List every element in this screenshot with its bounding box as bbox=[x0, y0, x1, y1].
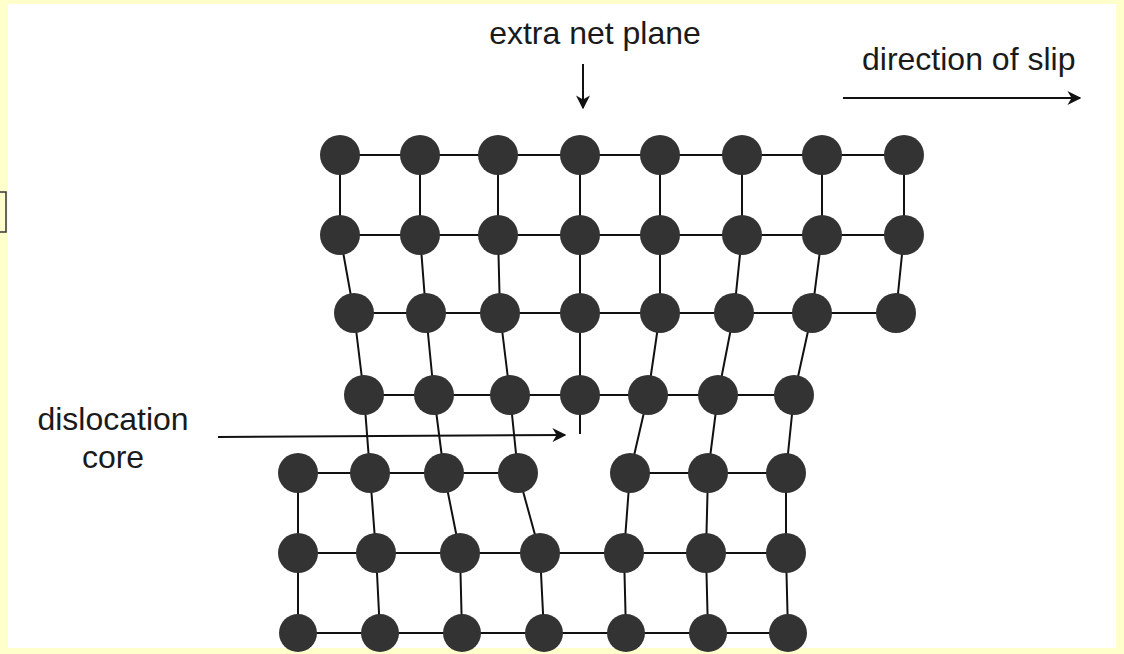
atom bbox=[320, 215, 360, 255]
atom bbox=[443, 614, 481, 652]
atom bbox=[278, 453, 318, 493]
white-panel bbox=[8, 4, 1116, 648]
atom bbox=[344, 375, 384, 415]
atom bbox=[640, 215, 680, 255]
clipped-frame bbox=[0, 192, 6, 232]
lattice-bonds bbox=[298, 155, 904, 633]
atom bbox=[686, 533, 726, 573]
atom bbox=[688, 453, 728, 493]
slip-arrow bbox=[843, 97, 1080, 99]
atom bbox=[424, 453, 464, 493]
atom bbox=[560, 375, 600, 415]
plane-arrow bbox=[582, 64, 584, 108]
atom bbox=[722, 135, 762, 175]
atom bbox=[320, 135, 360, 175]
slip-label: direction of slip bbox=[862, 40, 1075, 78]
atom bbox=[560, 135, 600, 175]
atom bbox=[478, 215, 518, 255]
atom bbox=[714, 293, 754, 333]
atom bbox=[802, 135, 842, 175]
atom bbox=[698, 375, 738, 415]
atom bbox=[350, 453, 390, 493]
atom bbox=[722, 215, 762, 255]
atom bbox=[406, 293, 446, 333]
atom bbox=[884, 215, 924, 255]
atom bbox=[774, 375, 814, 415]
atom bbox=[607, 614, 645, 652]
atom bbox=[279, 614, 317, 652]
atom bbox=[520, 533, 560, 573]
atom bbox=[884, 135, 924, 175]
atom bbox=[769, 614, 807, 652]
atom bbox=[498, 453, 538, 493]
atom bbox=[689, 614, 727, 652]
atom bbox=[490, 375, 530, 415]
atom bbox=[792, 293, 832, 333]
atom bbox=[604, 533, 644, 573]
atom bbox=[414, 375, 454, 415]
atom bbox=[361, 614, 399, 652]
atom bbox=[560, 293, 600, 333]
atom bbox=[610, 453, 650, 493]
atom bbox=[356, 533, 396, 573]
core-leader bbox=[218, 435, 565, 437]
atom bbox=[802, 215, 842, 255]
core-tick bbox=[579, 414, 581, 434]
atom bbox=[278, 533, 318, 573]
atom bbox=[400, 215, 440, 255]
atom bbox=[480, 293, 520, 333]
atoms bbox=[278, 135, 924, 652]
atom bbox=[640, 135, 680, 175]
atom bbox=[876, 293, 916, 333]
atom bbox=[478, 135, 518, 175]
atom bbox=[560, 215, 600, 255]
atom bbox=[766, 453, 806, 493]
atom bbox=[640, 293, 680, 333]
atom bbox=[766, 533, 806, 573]
plane-label: extra net plane bbox=[489, 14, 701, 52]
atom bbox=[400, 135, 440, 175]
atom bbox=[440, 533, 480, 573]
atom bbox=[525, 614, 563, 652]
atom bbox=[628, 375, 668, 415]
atom bbox=[334, 293, 374, 333]
core-label: dislocation core bbox=[13, 400, 213, 476]
